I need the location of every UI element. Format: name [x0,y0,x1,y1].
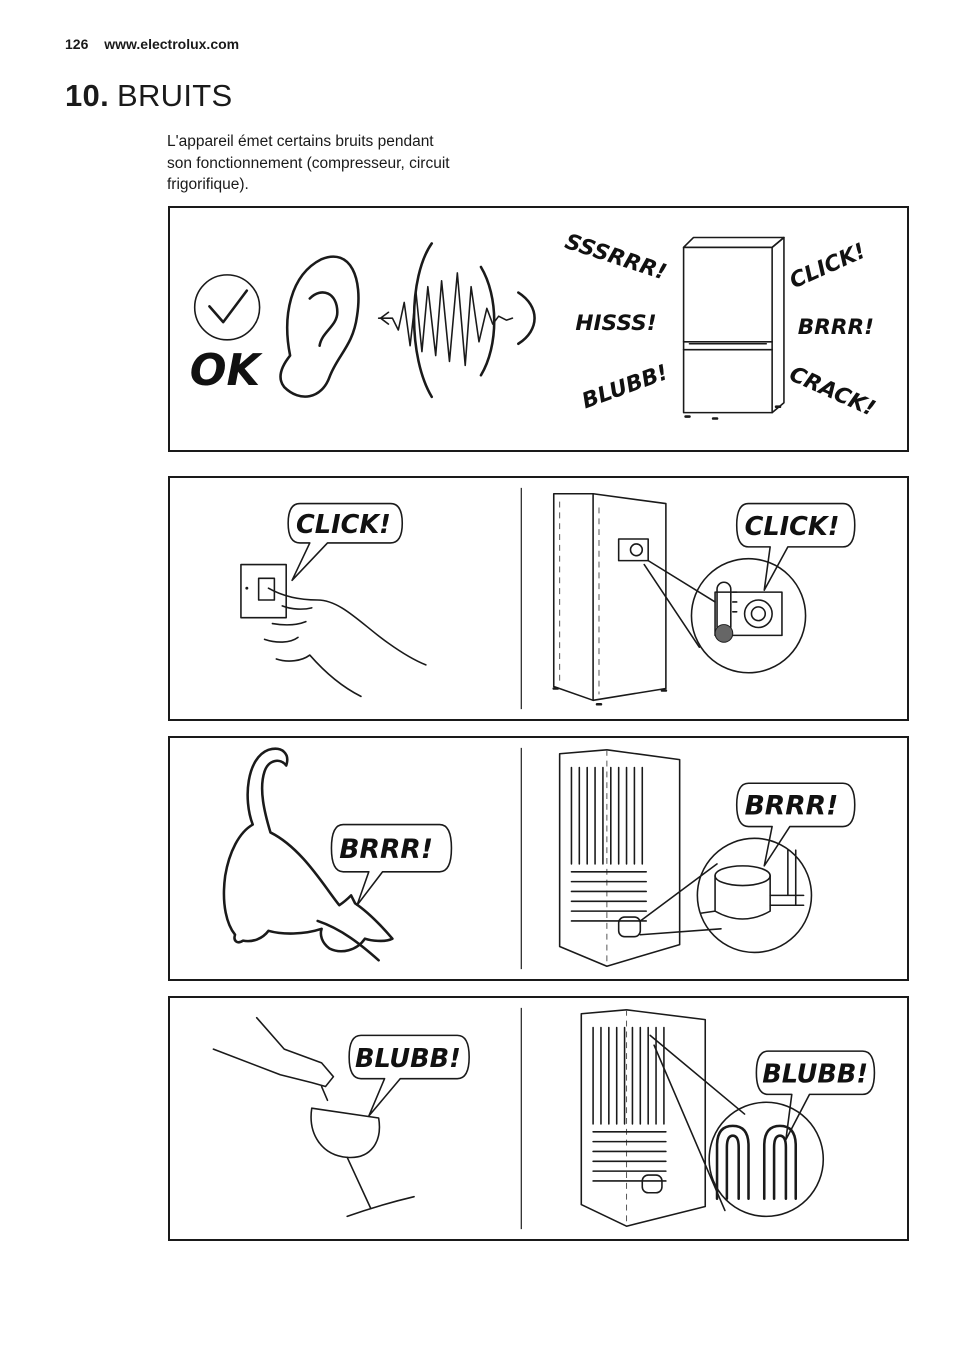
ok-label: OK [190,346,264,396]
thermostat-magnifier [643,557,807,674]
bubble-right-text: BRRR! [745,791,839,822]
section-title: 10.BRUITS [65,78,232,114]
ear-icon [279,255,360,398]
wine-glass-icon [310,1085,415,1218]
speech-bubble-left: CLICK! [287,502,404,582]
wine-bottle-icon [212,1016,335,1088]
light-switch-icon [240,563,287,619]
compressor-magnifier [639,837,813,954]
panel-click-thermostat: CLICK! [168,476,909,721]
checkmark-icon [193,274,261,341]
sound-brrr: BRRR! [798,315,874,340]
page-number: 126 [65,36,89,52]
sound-click: CLICK! [786,239,869,294]
speech-bubble-left: BLUBB! [348,1034,470,1117]
fridge-body [552,492,668,706]
intro-line: frigorifique). [167,176,249,193]
panel-brrr-illustration: BRRR! BRRR! [222,747,856,970]
bubble-right-text: CLICK! [745,512,840,542]
speech-bubble-right: CLICK! [735,502,856,591]
intro-line: L'appareil émet certains bruits pendant [167,133,434,150]
sound-crack: CRACK! [785,362,878,422]
fridge-icon [682,236,785,420]
panel-brrr-compressor: BRRR! BRRR! [168,736,909,981]
cat-icon [222,747,394,962]
website-link[interactable]: www.electrolux.com [104,36,240,52]
panel-blubb-circuit: BLUBB! BLUBB! [168,996,909,1241]
sound-sssrrr: SSSRRR! [562,229,670,285]
intro-line: son fonctionnement (compresseur, circuit [167,154,450,172]
bubble-right-text: BLUBB! [762,1060,868,1090]
speech-bubble-right: BLUBB! [755,1050,876,1141]
bubble-left-text: BRRR! [339,834,433,865]
sound-wave-icon [377,242,536,399]
intro-paragraph: L'appareil émet certains bruits pendant … [167,131,517,196]
speech-bubble-right: BRRR! [735,782,856,867]
bubble-left-text: BLUBB! [355,1044,461,1074]
hand-icon [263,587,427,698]
panel-click-illustration: CLICK! [240,487,856,710]
sound-hisss: HISSS! [575,311,656,336]
panel-normal-noises: OK SSSRRR! HISSS! BLUBB! CLICK! BRRR! [168,206,909,452]
section-title-text: BRUITS [117,78,233,113]
sound-blubb: BLUBB! [579,360,672,414]
fridge-back [558,749,681,967]
page-header: 126 www.electrolux.com [65,36,239,52]
panel-normal-noises-illustration: OK SSSRRR! HISSS! BLUBB! CLICK! BRRR! [190,229,879,422]
fridge-back [580,1009,707,1227]
section-number: 10. [65,78,109,113]
speech-bubble-left: BRRR! [330,823,453,907]
panel-blubb-illustration: BLUBB! BLUBB! [212,1007,876,1230]
circuit-magnifier [649,1034,825,1218]
bubble-left-text: CLICK! [296,510,391,540]
